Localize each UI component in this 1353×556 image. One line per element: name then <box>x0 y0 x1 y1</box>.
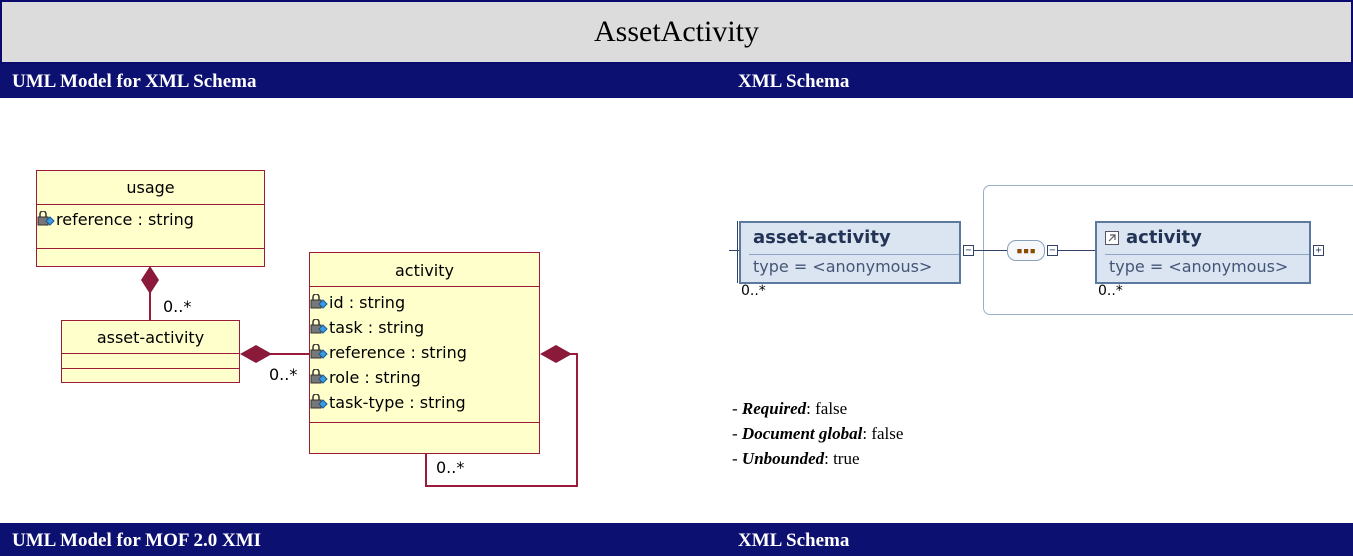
uml-class-name: activity <box>310 253 539 287</box>
uml-attribute: reference : string <box>310 340 539 365</box>
section-title-uml-mof: UML Model for MOF 2.0 XMI <box>12 530 262 551</box>
xsd-element-name: asset-activity <box>753 227 891 248</box>
xsd-multiplicity: 0..* <box>741 283 766 299</box>
xsd-element-type: type = <anonymous> <box>1109 257 1289 276</box>
xsd-separator <box>749 254 959 255</box>
property-document-global: - Document global: false <box>732 424 904 443</box>
xsd-element-activity: activity type = <anonymous> <box>1095 221 1311 284</box>
xsd-incoming-line <box>729 250 741 251</box>
collapse-icon[interactable]: − <box>963 245 974 256</box>
xsd-connector-line <box>974 250 1008 251</box>
xsd-connector-line <box>1058 250 1096 251</box>
self-loop-vertical-left <box>425 453 427 487</box>
self-loop-vertical-right <box>576 353 578 487</box>
self-loop-bottom <box>425 485 578 487</box>
section-title-uml-xml: UML Model for XML Schema <box>12 71 257 92</box>
element-properties: - Required: false - Document global: fal… <box>732 396 903 471</box>
section-title-xml-schema: XML Schema <box>738 71 850 92</box>
xsd-element-type: type = <anonymous> <box>753 257 933 276</box>
xsd-box-left-edge <box>737 221 738 283</box>
uml-attributes: reference : string <box>37 205 264 249</box>
self-loop-right <box>570 353 578 355</box>
asset-activity-composition-diamond <box>240 345 272 363</box>
sequence-compositor-icon[interactable]: ▪▪▪ <box>1007 240 1045 261</box>
uml-class-activity: activity id : string task : string <box>309 252 540 454</box>
uml-attribute: task-type : string <box>310 390 539 415</box>
asset-activity-connector-line <box>270 353 310 355</box>
protected-attribute-icon <box>310 293 328 309</box>
protected-attribute-icon <box>37 210 55 226</box>
multiplicity-usage: 0..* <box>163 297 192 316</box>
multiplicity-self: 0..* <box>436 458 465 477</box>
uml-attributes <box>62 354 239 369</box>
protected-attribute-icon <box>310 393 328 409</box>
uml-attributes: id : string task : string reference : st… <box>310 287 539 423</box>
uml-class-usage: usage reference : string <box>36 170 265 267</box>
uml-attribute: role : string <box>310 365 539 390</box>
usage-composition-diamond <box>141 266 159 294</box>
protected-attribute-icon <box>310 318 328 334</box>
uml-class-name: asset-activity <box>62 321 239 354</box>
uml-attribute: task : string <box>310 315 539 340</box>
uml-class-asset-activity: asset-activity <box>61 320 240 383</box>
expand-icon[interactable]: + <box>1313 245 1324 256</box>
multiplicity-activity: 0..* <box>269 365 298 384</box>
collapse-icon[interactable]: − <box>1047 245 1058 256</box>
section-header-row-1: UML Model for XML Schema XML Schema <box>0 64 1353 98</box>
protected-attribute-icon <box>310 368 328 384</box>
uml-class-name: usage <box>37 171 264 205</box>
protected-attribute-icon <box>310 343 328 359</box>
element-reference-icon <box>1105 231 1119 245</box>
section-title-xml-schema-2: XML Schema <box>738 530 850 551</box>
xsd-multiplicity: 0..* <box>1098 283 1123 299</box>
usage-connector-line <box>149 291 151 321</box>
xsd-element-name: activity <box>1126 227 1202 248</box>
property-required: - Required: false <box>732 399 848 418</box>
xsd-separator <box>1105 254 1309 255</box>
uml-attribute: id : string <box>310 290 539 315</box>
activity-self-composition-diamond <box>540 345 572 363</box>
property-unbounded: - Unbounded: true <box>732 449 860 468</box>
page-title-bar: AssetActivity <box>0 0 1353 64</box>
section-header-row-2: UML Model for MOF 2.0 XMI XML Schema <box>0 523 1353 556</box>
xsd-element-asset-activity: asset-activity type = <anonymous> <box>739 221 961 284</box>
page-title: AssetActivity <box>594 15 759 48</box>
uml-attribute: reference : string <box>37 207 264 232</box>
